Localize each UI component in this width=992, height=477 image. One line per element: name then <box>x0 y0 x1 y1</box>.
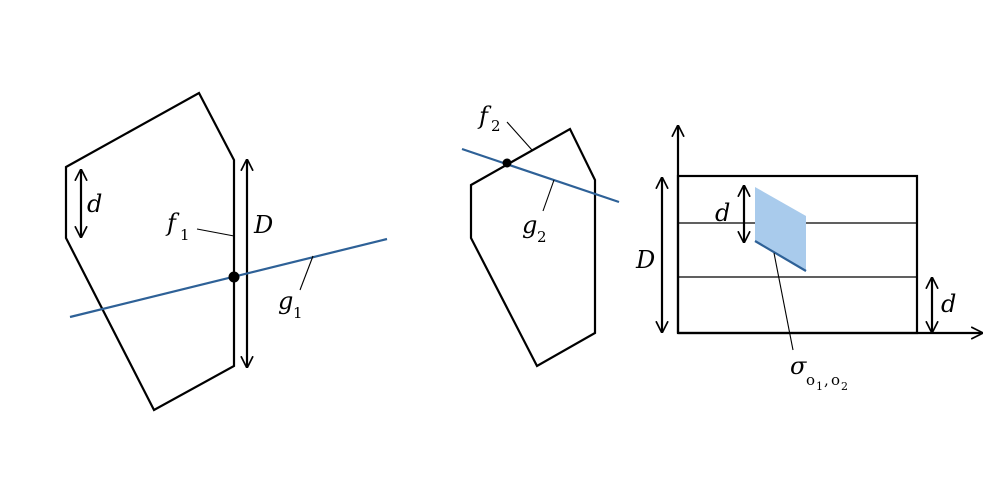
middle-g2-leader <box>542 179 555 212</box>
middle-line-g2 <box>461 147 620 204</box>
right-box <box>676 174 919 335</box>
middle-intersection-point <box>502 158 512 168</box>
sigma-sub-o2: o <box>831 371 840 389</box>
sigma-region <box>755 187 806 271</box>
sigma-sub-o1-index: 1 <box>816 380 823 393</box>
left-f-sub: 1 <box>180 226 190 244</box>
left-g-sub: 1 <box>293 304 303 322</box>
left-g-label: g <box>278 287 293 315</box>
left-d-label: d <box>87 190 102 218</box>
middle-panel: f 2 g 2 <box>461 102 620 368</box>
right-d-label-inner: d <box>715 199 730 227</box>
middle-polygon <box>469 127 597 368</box>
left-f1-leader <box>196 228 235 237</box>
right-D-label: D <box>635 246 655 274</box>
left-f-label: f <box>165 209 180 237</box>
sigma-leader <box>773 252 794 351</box>
middle-g-label: g <box>522 211 537 239</box>
left-g1-leader <box>299 255 314 291</box>
middle-f-label: f <box>477 102 492 130</box>
middle-f2-leader <box>506 121 533 151</box>
middle-g-sub: 2 <box>537 228 547 246</box>
left-polygon <box>64 91 236 412</box>
sigma-region-lower-edge <box>754 240 807 272</box>
middle-f-sub: 2 <box>491 117 501 135</box>
right-panel: D d d σ o 1 , o 2 <box>635 126 982 393</box>
right-d-label-outer: d <box>941 290 956 318</box>
left-D-label: D <box>253 211 273 239</box>
left-panel: d D f 1 g 1 <box>64 91 388 412</box>
left-intersection-point <box>228 271 240 283</box>
sigma-label: σ <box>790 352 807 380</box>
left-line-g1 <box>69 237 388 319</box>
sigma-sub-comma: , <box>824 371 829 389</box>
sigma-sub-o1: o <box>806 371 815 389</box>
sigma-sub-o2-index: 2 <box>841 380 848 393</box>
